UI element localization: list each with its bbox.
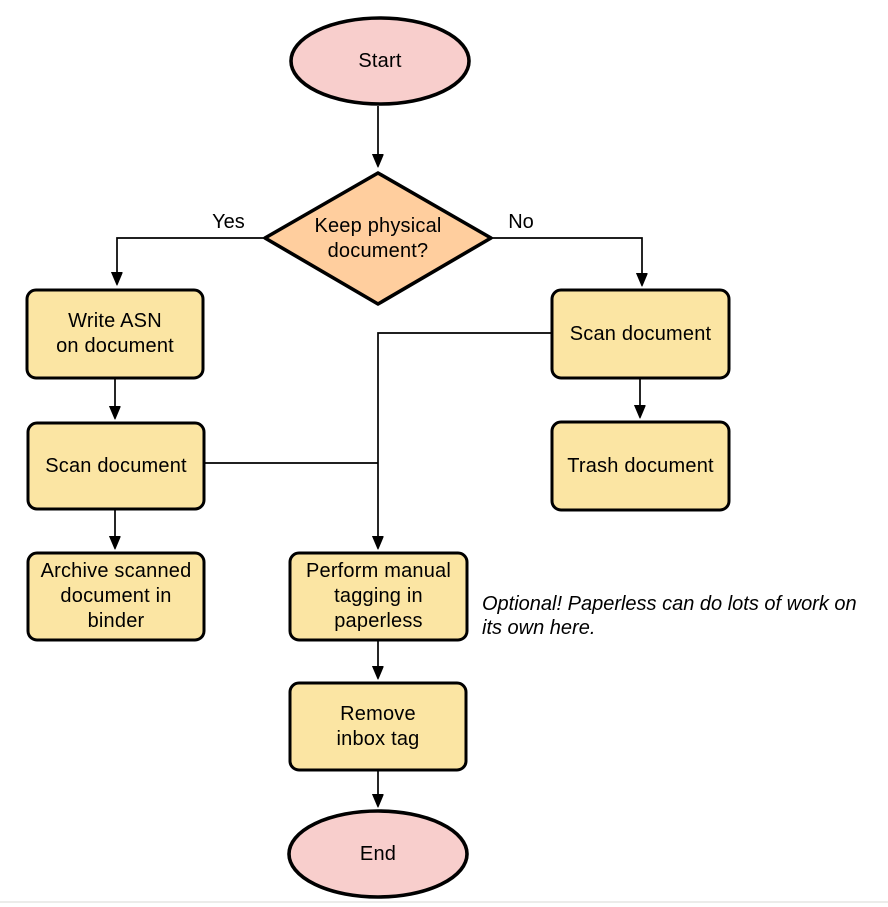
edge-scan-right-to-tagging [378,332,552,548]
start-terminal-shape [289,16,471,106]
bottom-divider [0,901,888,903]
remove-inbox-label: Remove inbox tag [336,702,420,750]
scan-left-label: Scan document [45,454,187,477]
scan-right-label: Scan document [569,322,712,345]
process-write-asn-shape [25,288,205,380]
edge-decision-no-to-scan-right [492,237,642,285]
process-scan-left-shape [26,421,206,511]
edge-decision-yes-to-write-asn [117,237,265,284]
process-archive-shape [26,551,206,642]
archive-label: Archive scanned document in binder [40,560,192,632]
no-edge-label: No [508,211,534,233]
tagging-label: Perform manual tagging in paperless [305,560,452,632]
yes-edge-label: Yes [212,211,245,233]
decision-label: Keep physical document? [314,214,442,262]
process-tagging-shape [288,551,469,642]
end-label: End [359,843,397,865]
trash-label: Trash document [567,454,714,477]
note-text: Optional! Paperless can do lots of work … [482,593,857,639]
process-scan-right-shape [550,288,731,380]
end-terminal-shape [287,809,469,899]
start-label: Start [358,49,402,72]
decision-diamond-shape [263,171,493,306]
process-remove-inbox-shape [288,681,468,772]
process-trash-shape [550,420,731,512]
write-asn-label: Write ASN on document [56,310,174,357]
